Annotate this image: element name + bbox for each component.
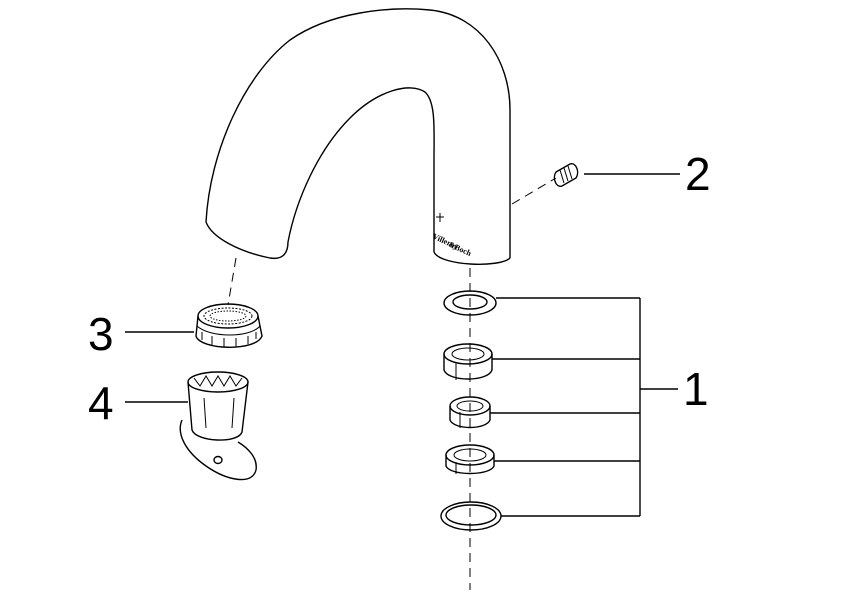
screw-axis-line: [511, 177, 557, 205]
ring-set: [440, 290, 678, 531]
callout-number-1: 1: [683, 363, 709, 415]
callout-number-3: 3: [88, 308, 114, 360]
faucet-spout: Villeroy &Boch: [205, 8, 511, 265]
callout-number-4: 4: [88, 377, 114, 429]
brand-logo: Villeroy &Boch: [431, 213, 473, 258]
aerator-insert: [125, 303, 263, 348]
callout-1-bracket: [490, 297, 678, 517]
aerator-key-tool: [125, 371, 257, 481]
bushing-1: [443, 343, 493, 380]
callout-number-2: 2: [685, 148, 711, 200]
bushing-2: [449, 396, 491, 429]
washer-1: [443, 290, 497, 316]
o-ring: [440, 501, 502, 531]
brand-logo-text-2: &Boch: [447, 240, 473, 259]
bushing-3: [445, 444, 495, 475]
grub-screw: [511, 163, 680, 205]
aerator-axis-line: [227, 257, 237, 306]
